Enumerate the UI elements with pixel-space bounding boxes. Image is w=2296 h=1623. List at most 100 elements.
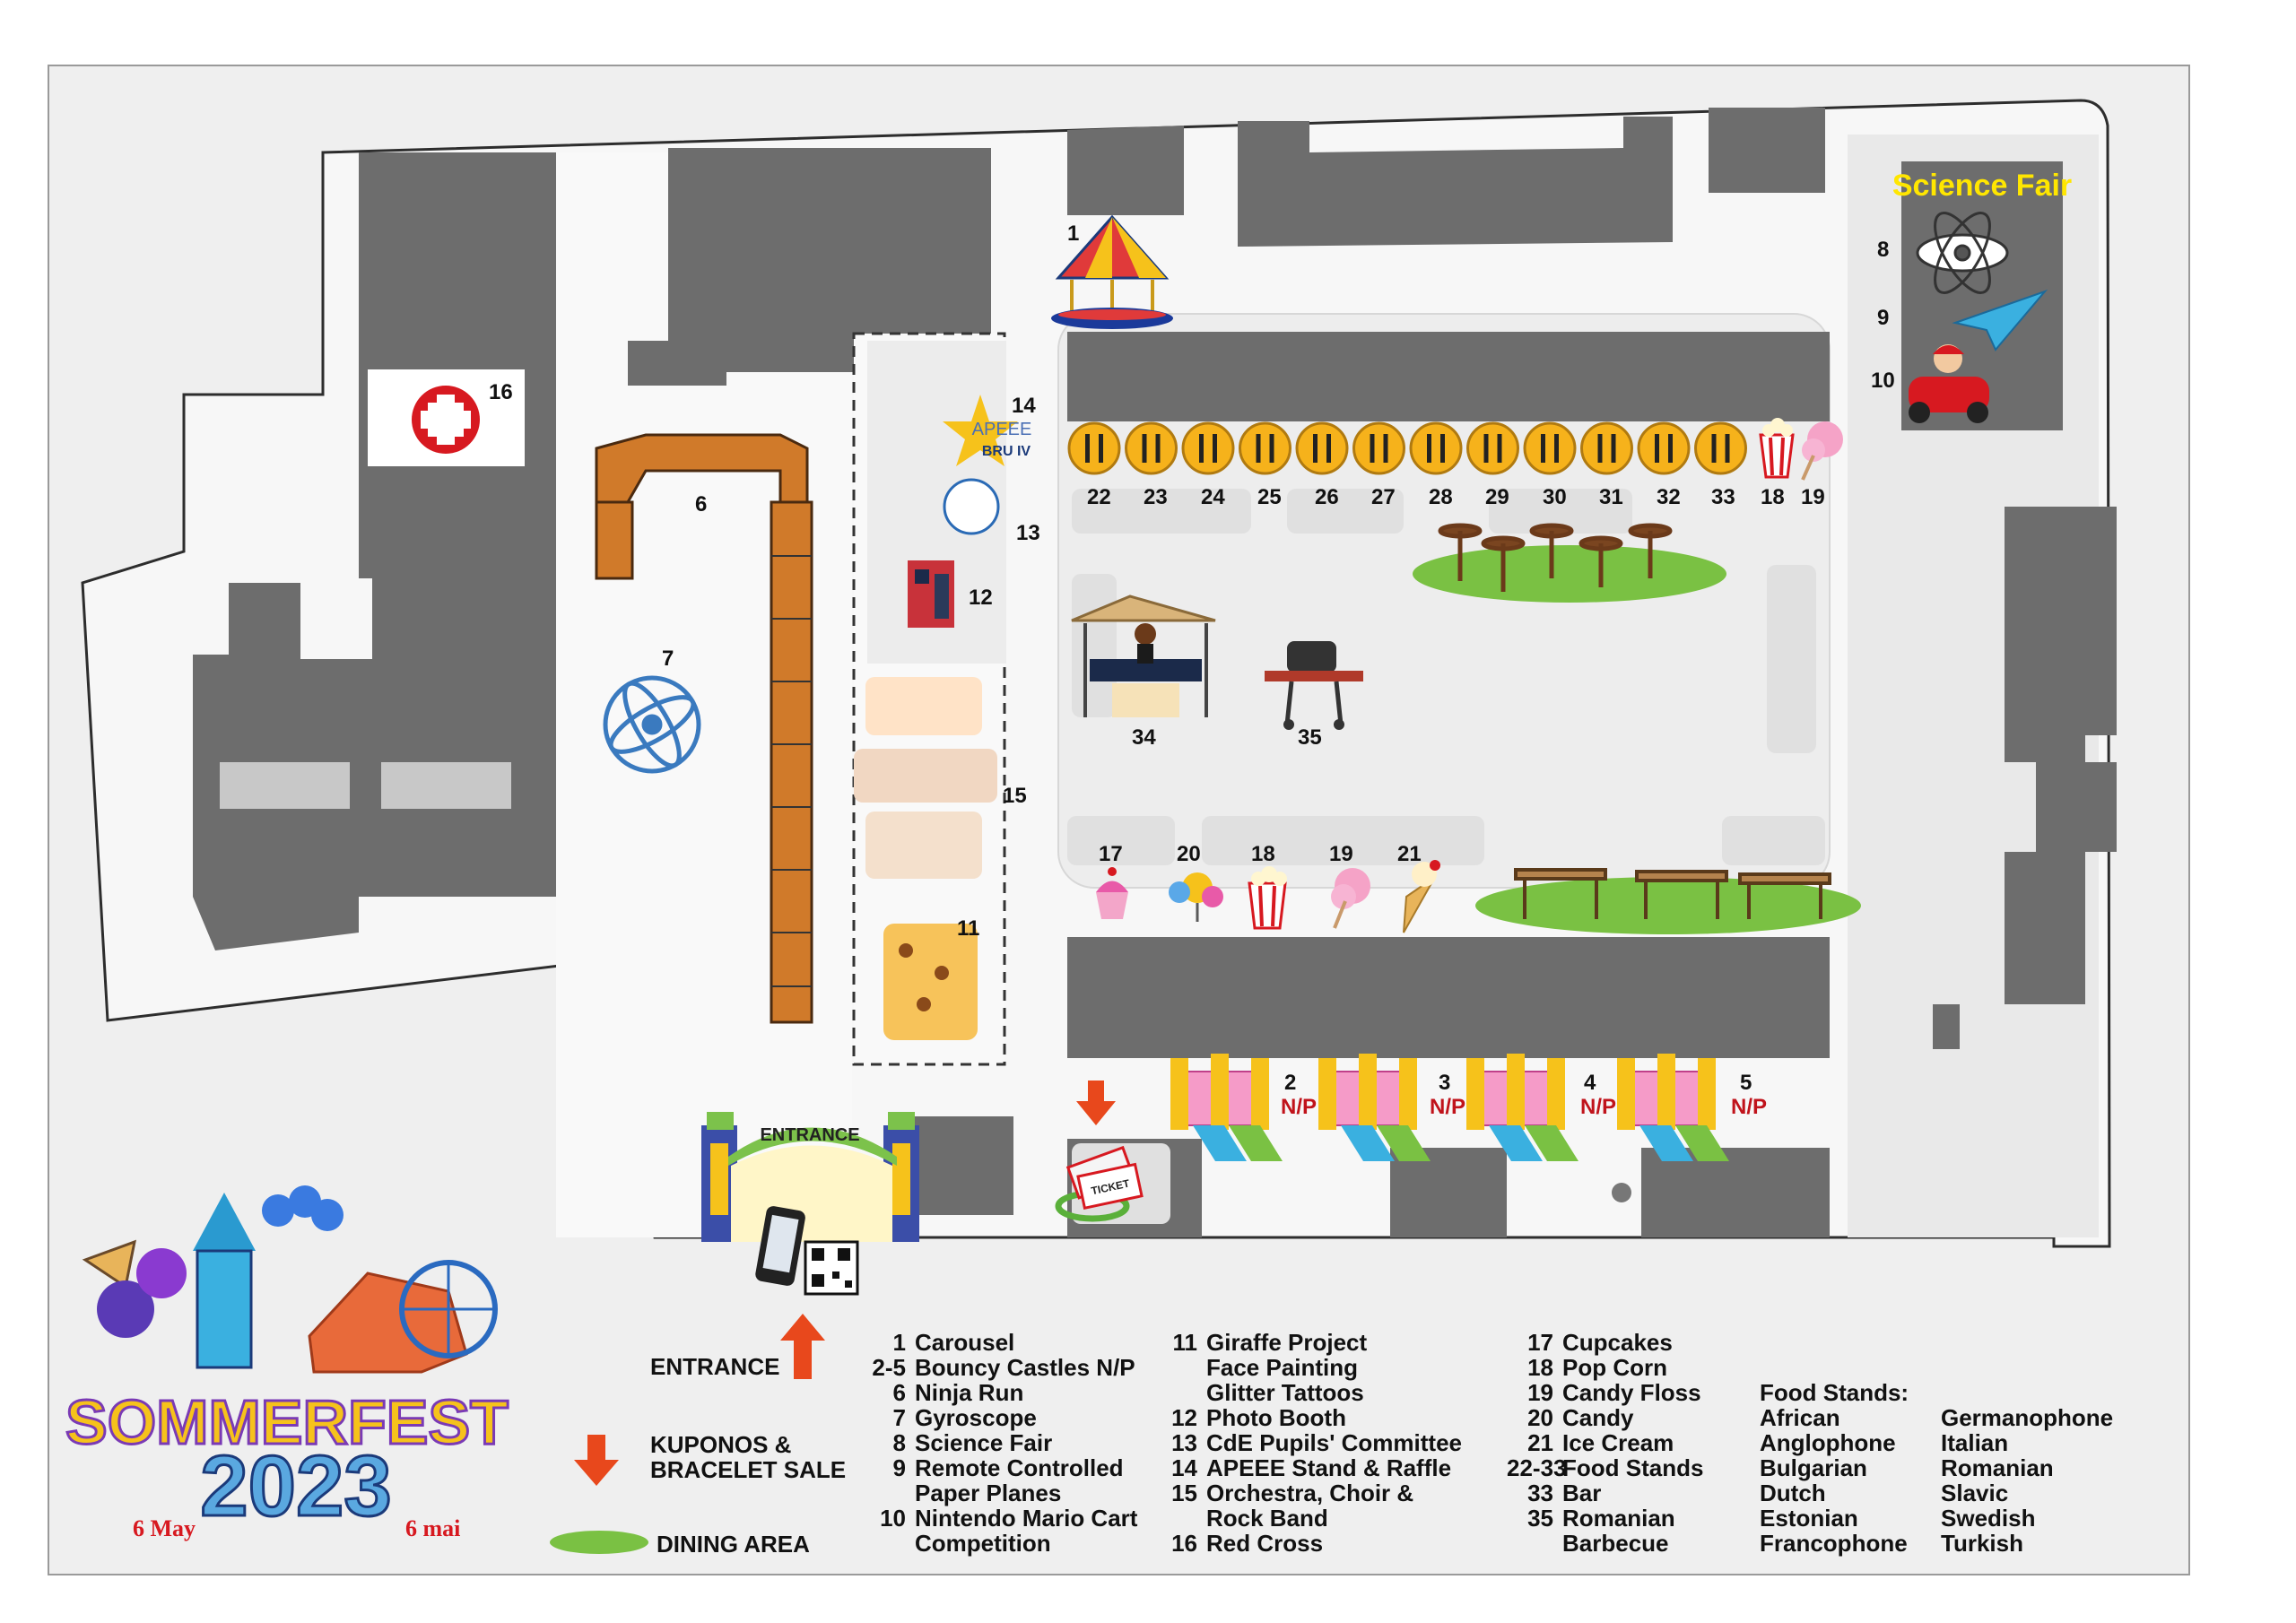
- marker-19-lower: 19: [1329, 842, 1353, 866]
- legend-number: [1507, 1531, 1553, 1556]
- legend-number: 22-33: [1507, 1454, 1567, 1481]
- marker-15: 15: [1003, 784, 1027, 808]
- legend-label: Ice Cream: [1562, 1429, 1674, 1456]
- marker-26: 26: [1315, 485, 1339, 509]
- food-stand-plate-icon: [1523, 421, 1577, 475]
- marker-6: 6: [695, 492, 707, 516]
- legend-label: Remote Controlled: [915, 1454, 1124, 1481]
- legend-label: Nintendo Mario Cart: [915, 1505, 1138, 1532]
- bouncy-castles: [1170, 1054, 1729, 1161]
- food-stand-plate-icon: [1409, 421, 1463, 475]
- legend-label: Face Painting: [1206, 1354, 1359, 1381]
- food-stand-item: Anglophone: [1760, 1429, 1896, 1456]
- marker-25: 25: [1257, 485, 1282, 509]
- ticket-bracelet-icon: [1055, 1145, 1144, 1222]
- marker-1: 1: [1067, 221, 1079, 246]
- bouncy-castle-icon: [1318, 1054, 1431, 1161]
- legend-row: Paper Planes: [859, 1480, 1137, 1506]
- legend-label: Cupcakes: [1562, 1329, 1673, 1356]
- food-stand-plate-icon: [1637, 421, 1691, 475]
- legend-label: Giraffe Project: [1206, 1329, 1368, 1356]
- food-stand-markers: 22 23 24 25 26 27 28 29 30 31 32 33: [1087, 485, 1735, 509]
- orchestra-choir-band-icon: [854, 677, 997, 879]
- food-stand-plate-icon: [1239, 421, 1292, 475]
- ninja-run-details: [771, 555, 812, 987]
- legend-number: 16: [1171, 1530, 1197, 1557]
- logo-date-en: 6 May: [133, 1515, 196, 1541]
- food-stands-title: Food Stands:: [1760, 1379, 1909, 1406]
- marker-33: 33: [1711, 485, 1735, 509]
- bollard: [1612, 1183, 1631, 1202]
- kuponos-key-arrow-icon: [574, 1435, 619, 1486]
- legend-label: Ninja Run: [915, 1379, 1024, 1406]
- marker-8: 8: [1877, 238, 1889, 262]
- mario-kart-icon: [1909, 344, 1989, 423]
- popcorn-icon-upper: [1759, 418, 1795, 479]
- legend-row: Face Painting: [1151, 1355, 1462, 1380]
- entrance-sign: ENTRANCE: [760, 1125, 859, 1145]
- food-stand-plate-icon: [1352, 421, 1405, 475]
- logo-word: SOMMERFEST: [65, 1387, 509, 1457]
- key-kuponos-line1: KUPONOS &: [650, 1431, 792, 1458]
- legend-label: Bar: [1562, 1480, 1602, 1506]
- gyroscope-icon: [603, 675, 701, 774]
- marker-34: 34: [1132, 725, 1156, 750]
- food-stand-plates: [1067, 421, 1747, 475]
- barbecue-icon: [1265, 641, 1363, 730]
- legend-number: 21: [1527, 1429, 1553, 1456]
- bouncy-castle-icon: [1170, 1054, 1283, 1161]
- bru-text: BRU IV: [982, 444, 1031, 459]
- legend-label: Paper Planes: [915, 1480, 1062, 1506]
- food-stand-plate-icon: [1694, 421, 1747, 475]
- candy-floss-icon-upper: [1801, 421, 1843, 481]
- paper-plane-icon: [1952, 289, 2048, 352]
- food-stand-item: Dutch: [1760, 1480, 1826, 1506]
- food-stand-item: Germanophone: [1941, 1404, 2114, 1431]
- legend-number: 11: [1172, 1329, 1198, 1356]
- food-stand-plate-icon: [1067, 421, 1121, 475]
- key-dining-label: DINING AREA: [657, 1531, 810, 1558]
- legend-label: Glitter Tattoos: [1206, 1379, 1364, 1406]
- legend-label: Romanian: [1562, 1505, 1675, 1532]
- marker-5: 5: [1740, 1071, 1752, 1095]
- marker-14: 14: [1012, 394, 1036, 418]
- legend-label: Red Cross: [1206, 1530, 1324, 1557]
- legend-label: Competition: [915, 1530, 1051, 1557]
- bar-tables: [1438, 523, 1673, 592]
- marker-32: 32: [1657, 485, 1681, 509]
- apeee-star-icon: [943, 395, 1018, 466]
- legend-row: Barbecue: [1507, 1531, 1703, 1556]
- building-inset-a: [220, 762, 350, 809]
- legend-number: 9: [892, 1454, 906, 1481]
- np-labels: N/P N/P N/P N/P: [1281, 1095, 1767, 1119]
- legend-label: Photo Booth: [1206, 1404, 1346, 1431]
- photo-booth-icon: [908, 560, 954, 628]
- legend-number: 2-5: [872, 1354, 906, 1381]
- food-stand-item: Francophone: [1760, 1530, 1908, 1557]
- legend-number: [1151, 1506, 1197, 1531]
- marker-22: 22: [1087, 485, 1111, 509]
- legend-number: 35: [1527, 1505, 1553, 1532]
- legend-number: 1: [892, 1329, 906, 1356]
- legend-label: APEEE Stand & Raffle: [1206, 1454, 1452, 1481]
- legend-label: Food Stands: [1562, 1454, 1704, 1481]
- legend-number: 10: [880, 1505, 906, 1532]
- marker-2: 2: [1284, 1071, 1296, 1095]
- red-cross-icon: [412, 386, 480, 454]
- legend-number: [1151, 1380, 1197, 1405]
- picnic-benches: [1514, 868, 1831, 919]
- marker-23: 23: [1144, 485, 1168, 509]
- marker-16: 16: [489, 380, 513, 404]
- marker-35: 35: [1298, 725, 1322, 750]
- legend-row: Rock Band: [1151, 1506, 1462, 1531]
